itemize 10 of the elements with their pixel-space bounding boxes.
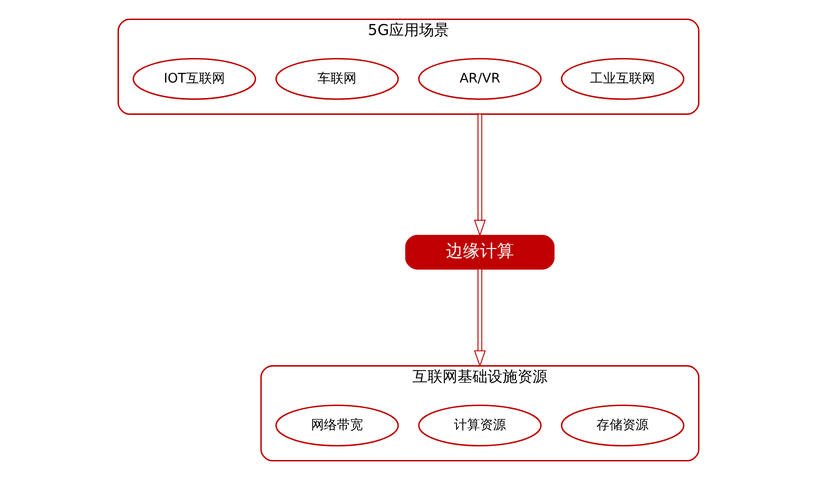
node-ellipse: 计算资源	[418, 404, 542, 446]
node-ellipse: 网络带宽	[274, 404, 398, 446]
node-ellipse: 工业互联网	[560, 58, 684, 100]
node-ellipse: 车联网	[274, 58, 398, 100]
node-ellipse: IOT互联网	[132, 58, 256, 100]
arrow	[473, 268, 486, 368]
node-ellipse: AR/VR	[418, 58, 542, 100]
arrow	[473, 114, 486, 237]
node-box: 边缘计算	[404, 234, 554, 270]
node-ellipse: 存储资源	[560, 404, 684, 446]
